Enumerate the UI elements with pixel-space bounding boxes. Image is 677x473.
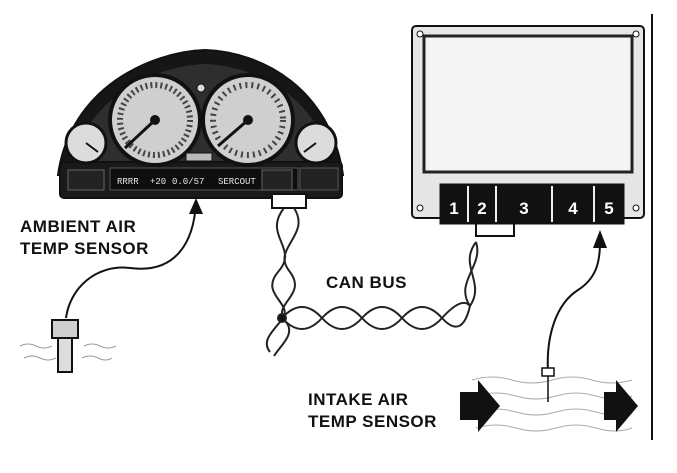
- cluster-connector: [271, 193, 307, 209]
- instrument-cluster: RRRR +20 0.0/57 SERCOUT: [56, 48, 345, 209]
- pin-5-label: 5: [604, 199, 613, 218]
- ambient-label-line-2: TEMP SENSOR: [20, 239, 149, 258]
- display-seg-1: RRRR: [117, 177, 139, 187]
- ambient-label-line-1: AMBIENT AIR: [20, 217, 137, 236]
- intake-label-line-2: TEMP SENSOR: [308, 412, 437, 431]
- display-seg-4: SERCOUT: [218, 177, 256, 187]
- ambient-sensor-wire: [65, 198, 203, 319]
- pin-4-label: 4: [568, 199, 578, 218]
- can-bus-wires: [265, 207, 479, 357]
- can-bus-label: CAN BUS: [326, 273, 407, 292]
- display-seg-3: 0.0/57: [172, 177, 204, 187]
- module-screen: [422, 34, 634, 174]
- pin-3-label: 3: [519, 199, 528, 218]
- ambient-air-temp-sensor-label: AMBIENT AIR TEMP SENSOR: [20, 216, 149, 260]
- pin-1-label: 1: [449, 199, 458, 218]
- inflow-arrow-icon: [460, 380, 500, 432]
- intake-air-temp-sensor-label: INTAKE AIR TEMP SENSOR: [308, 389, 437, 433]
- intake-sensor-wire: [546, 230, 607, 373]
- intake-air-duct: [460, 367, 638, 432]
- intake-sensor-probe: [541, 367, 555, 377]
- pin-2-label: 2: [477, 199, 486, 218]
- display-seg-2: +20: [150, 177, 166, 187]
- outflow-arrow-icon: [604, 380, 638, 432]
- intake-label-line-1: INTAKE AIR: [308, 390, 409, 409]
- engine-control-module: 1 2 3 4 5: [411, 25, 645, 237]
- ambient-air-temp-sensor: [19, 319, 117, 373]
